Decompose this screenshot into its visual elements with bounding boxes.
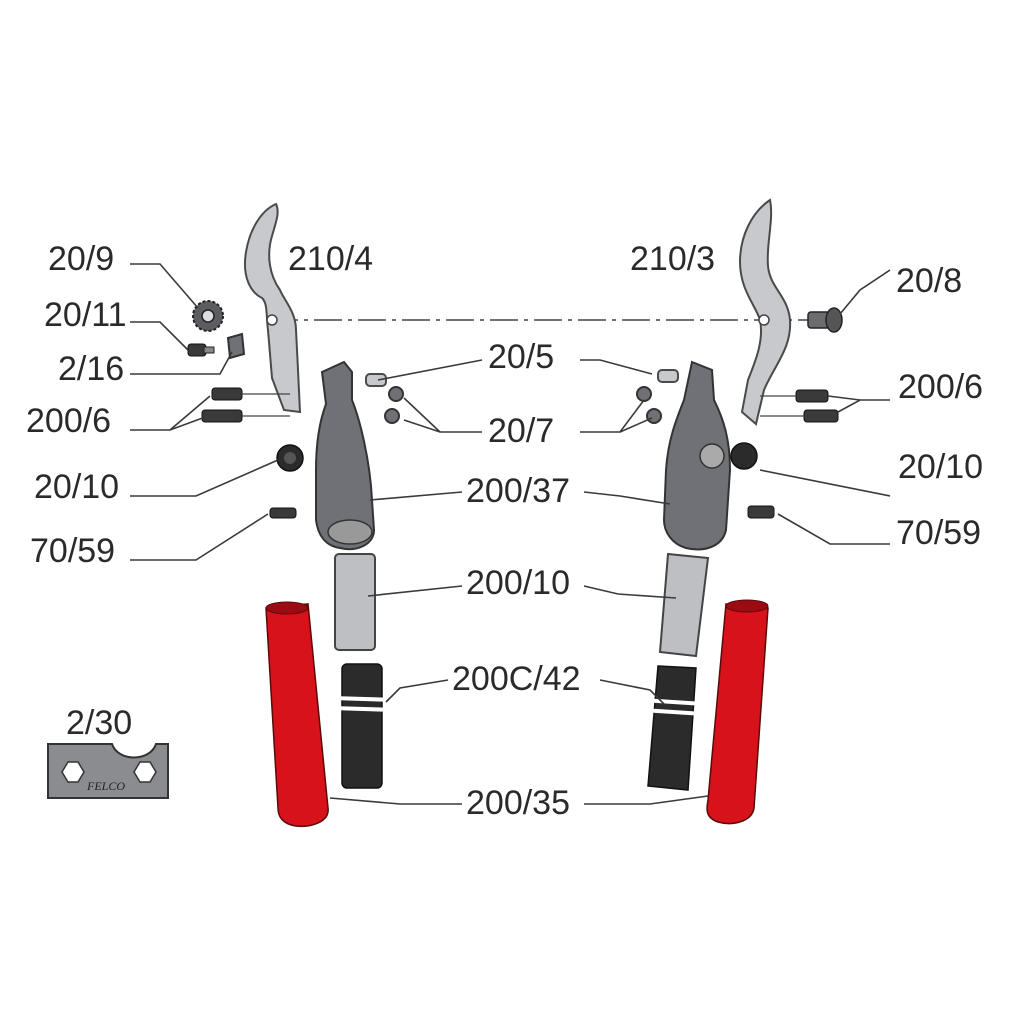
label-tube: 200/10 [466, 564, 570, 602]
label-blade-left: 210/4 [288, 240, 373, 278]
right-bolt [807, 307, 843, 333]
left-nuts [384, 386, 404, 424]
label-wrench: 2/30 [66, 704, 132, 742]
label-grip-cover: 200/35 [466, 784, 570, 822]
left-handle [315, 360, 376, 550]
right-foam [647, 665, 697, 791]
label-catch: 2/16 [58, 350, 124, 388]
label-blade-right: 210/3 [630, 240, 715, 278]
label-set-screw-right: 70/59 [896, 514, 981, 552]
left-blade [244, 202, 302, 414]
left-blade-hole [266, 314, 278, 326]
left-tube [334, 553, 376, 651]
label-screws-right: 200/6 [898, 368, 983, 406]
leader-lines [130, 263, 891, 805]
label-gear-nut: 20/9 [48, 240, 114, 278]
left-set-screw [269, 507, 297, 519]
left-foam-break [331, 696, 397, 712]
left-handle-end [327, 519, 373, 545]
wrench-tool: FELCO [47, 743, 169, 799]
right-tube [658, 552, 710, 658]
small-screw [187, 343, 215, 357]
right-handle-knuckle [699, 443, 725, 469]
label-screws-left: 200/6 [26, 402, 111, 440]
wrench-logo: FELCO [86, 779, 125, 793]
label-buffer-right: 20/10 [898, 448, 983, 486]
label-pin: 20/5 [488, 338, 554, 376]
label-bolt-right: 20/8 [896, 262, 962, 300]
right-pin [657, 369, 679, 383]
label-set-screw-left: 70/59 [30, 532, 115, 570]
right-blade-hole [758, 314, 770, 326]
right-buffer [730, 442, 758, 470]
label-foam-grip: 200C/42 [452, 660, 581, 698]
label-buffer-left: 20/10 [34, 468, 119, 506]
left-foam [341, 663, 383, 789]
right-handle [662, 360, 732, 551]
right-set-screw [747, 505, 775, 519]
right-grip [706, 603, 769, 825]
right-screws [760, 389, 839, 423]
left-screws [201, 387, 290, 423]
right-foam-break [641, 698, 705, 716]
left-buffer-hole [284, 452, 296, 464]
left-pin [365, 373, 387, 387]
left-grip-top [265, 601, 309, 615]
gear-nut [192, 300, 224, 332]
left-grip [265, 603, 329, 828]
label-nuts: 20/7 [488, 412, 554, 450]
label-handle: 200/37 [466, 472, 570, 510]
right-grip-top [725, 599, 769, 613]
right-blade [738, 198, 792, 426]
label-small-screw: 20/11 [44, 296, 127, 334]
